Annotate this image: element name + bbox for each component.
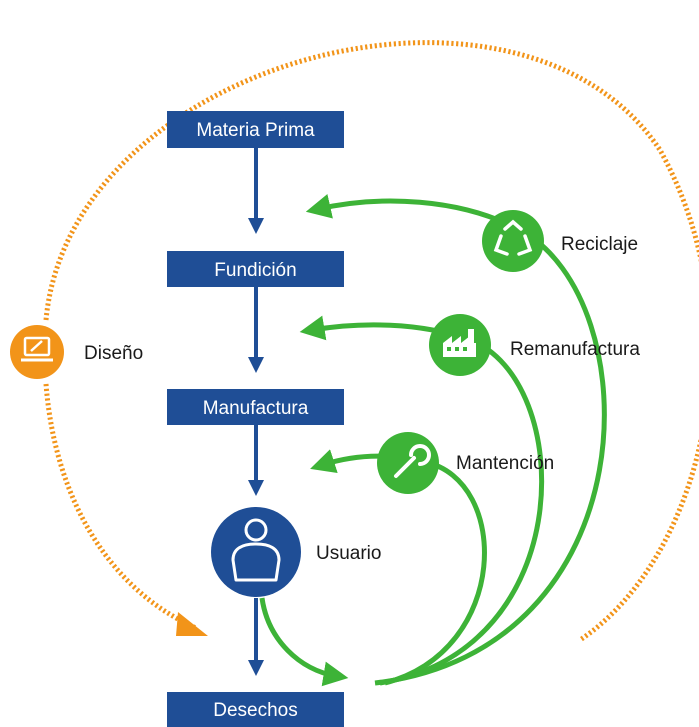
design-loop-path-lower (43, 383, 198, 631)
design-label: Diseño (84, 343, 143, 364)
recycling-loop-path (305, 194, 607, 686)
recycling-label: Reciclaje (561, 234, 638, 255)
step-fundicion-label: Fundición (214, 260, 296, 281)
user-node (211, 507, 301, 597)
factory-icon (443, 329, 476, 357)
step-desechos: Desechos (167, 692, 344, 727)
design-loop-arrowhead (176, 612, 208, 636)
person-icon (231, 518, 281, 582)
step-materia-prima: Materia Prima (167, 111, 344, 148)
laptop-pencil-icon (21, 336, 53, 362)
maintenance-loop-path (310, 449, 487, 686)
step-manufactura: Manufactura (167, 389, 344, 425)
remanufacturing-node (429, 314, 491, 376)
wrench-icon (394, 444, 431, 478)
remanufacturing-loop-path (299, 315, 545, 686)
step-materia-prima-label: Materia Prima (196, 120, 315, 141)
recycling-node (482, 210, 544, 272)
remanufacturing-label: Remanufactura (510, 339, 640, 360)
maintenance-label: Mantención (456, 453, 554, 474)
design-loop-path (43, 40, 699, 643)
user-label: Usuario (316, 543, 381, 564)
step-manufactura-label: Manufactura (203, 398, 309, 419)
recycle-icon (493, 219, 533, 256)
step-desechos-label: Desechos (213, 700, 298, 721)
step-fundicion: Fundición (167, 251, 344, 287)
design-node (10, 325, 64, 379)
user-to-waste-path (259, 597, 349, 687)
maintenance-node (377, 432, 439, 494)
